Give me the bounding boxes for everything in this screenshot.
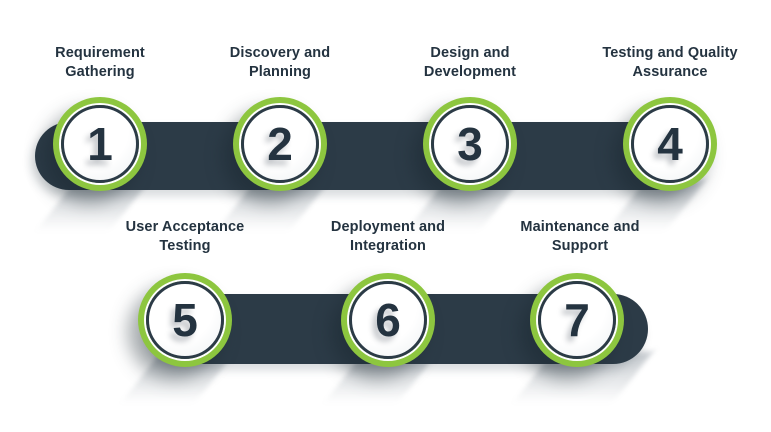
step-6-circle: 6	[341, 273, 435, 367]
step-6-circle-inner: 6	[349, 281, 427, 359]
step-3-circle-inner: 3	[431, 105, 509, 183]
step-5-circle-inner: 5	[146, 281, 224, 359]
step-7-number: 7	[564, 294, 590, 346]
step-5-label: User Acceptance Testing	[125, 219, 245, 254]
step-6-number: 6	[375, 294, 401, 346]
step-1-number: 1	[87, 118, 113, 170]
step-2-circle-inner: 2	[241, 105, 319, 183]
step-7-circle: 7	[530, 273, 624, 367]
step-4-number: 4	[657, 118, 683, 170]
step-5-number: 5	[172, 294, 198, 346]
step-3-number: 3	[457, 118, 483, 170]
step-3-label: Design and Development	[423, 45, 517, 80]
step-1-circle-inner: 1	[61, 105, 139, 183]
step-1-label: Requirement Gathering	[55, 45, 145, 80]
step-7-circle-inner: 7	[538, 281, 616, 359]
step-2-label: Discovery and Planning	[229, 45, 331, 80]
step-2-number: 2	[267, 118, 293, 170]
step-5-circle: 5	[138, 273, 232, 367]
step-3-circle: 3	[423, 97, 517, 191]
step-1-circle: 1	[53, 97, 147, 191]
step-4-circle-inner: 4	[631, 105, 709, 183]
step-4-circle: 4	[623, 97, 717, 191]
step-7-label: Maintenance and Support	[520, 219, 640, 254]
step-2-circle: 2	[233, 97, 327, 191]
step-6-label: Deployment and Integration	[330, 219, 446, 254]
step-4-label: Testing and Quality Assurance	[602, 45, 738, 80]
